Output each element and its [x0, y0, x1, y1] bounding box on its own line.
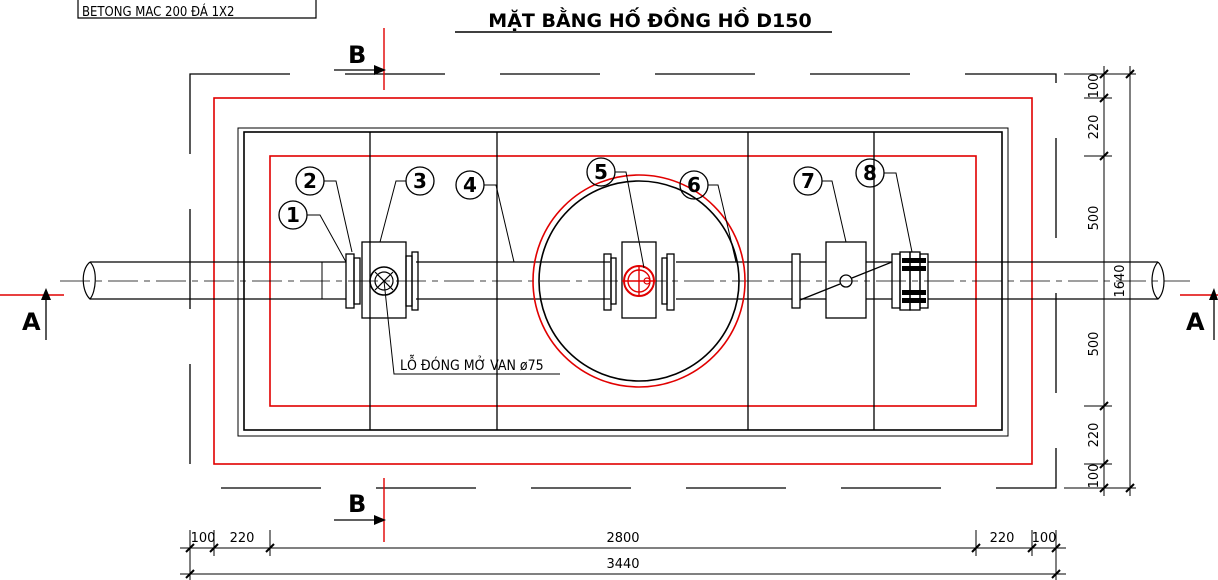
check-valve — [799, 241, 893, 319]
callout-7: 7 — [793, 166, 847, 243]
red-meter-chamber-circle — [532, 174, 746, 388]
callout-1: 1 — [278, 200, 347, 263]
dim-right-220-top: 220 — [1087, 115, 1102, 140]
inlet-pipe — [82, 261, 346, 300]
dim-bottom-100-right: 100 — [1032, 531, 1057, 546]
section-marker-b-top: B — [334, 28, 386, 90]
bolted-flange-joint — [891, 251, 929, 311]
section-a-left-label: A — [22, 308, 41, 336]
dim-right-100-bottom: 100 — [1087, 464, 1102, 489]
callout-6-label: 6 — [687, 173, 701, 197]
drawing-title: MẶT BẰNG HỐ ĐỒNG HỒ D150 — [488, 6, 811, 32]
section-b-top-label: B — [348, 41, 366, 69]
section-marker-b-bottom: B — [334, 478, 386, 542]
callout-8-label: 8 — [863, 161, 877, 185]
dim-bottom-total-3440: 3440 — [606, 557, 639, 572]
dim-right-total-1640: 1640 — [1113, 264, 1128, 297]
meter-chamber-circle — [538, 180, 740, 382]
callout-1-label: 1 — [286, 203, 300, 227]
dim-right-500-top: 500 — [1087, 206, 1102, 231]
concrete-note-box: BETONG MAC 200 ĐÁ 1X2 — [77, 0, 317, 20]
concrete-note-text: BETONG MAC 200 ĐÁ 1X2 — [82, 4, 235, 20]
section-marker-a-right: A — [1180, 288, 1218, 340]
dim-bottom-220-right: 220 — [990, 531, 1015, 546]
dim-right-220-bottom: 220 — [1087, 423, 1102, 448]
callout-5: 5 — [586, 157, 645, 269]
flange-adapter — [345, 253, 361, 309]
outlet-pipe — [928, 261, 1165, 300]
callout-5-label: 5 — [594, 160, 608, 184]
section-a-right-label: A — [1186, 308, 1205, 336]
callout-4: 4 — [455, 170, 515, 263]
callout-8: 8 — [855, 158, 913, 253]
bottom-dimension-lines — [180, 530, 1066, 580]
valve-hole-label: LỖ ĐÓNG MỞ VAN ø75 — [400, 355, 544, 374]
valve-hole-leader: LỖ ĐÓNG MỞ VAN ø75 — [383, 280, 560, 375]
flange-pipe-end — [791, 253, 801, 309]
dim-bottom-2800: 2800 — [606, 531, 639, 546]
water-meter — [603, 241, 675, 319]
callout-2: 2 — [295, 166, 353, 253]
outer-dashed-boundary — [189, 73, 1057, 489]
section-b-bottom-label: B — [348, 490, 366, 518]
dim-bottom-220-left: 220 — [230, 531, 255, 546]
dim-right-500-bottom: 500 — [1087, 332, 1102, 357]
dim-bottom-100-left: 100 — [191, 531, 216, 546]
right-dimension-lines — [1064, 66, 1136, 496]
callout-6: 6 — [679, 170, 737, 263]
callout-2-label: 2 — [303, 169, 317, 193]
callout-4-label: 4 — [463, 173, 477, 197]
section-marker-a-left: A — [0, 288, 64, 340]
callout-3: 3 — [379, 166, 435, 243]
dim-right-100-top: 100 — [1087, 74, 1102, 99]
inner-pipe-runs — [416, 261, 892, 300]
pit-wall-outer — [237, 127, 1009, 437]
callout-3-label: 3 — [413, 169, 427, 193]
callout-7-label: 7 — [801, 169, 815, 193]
